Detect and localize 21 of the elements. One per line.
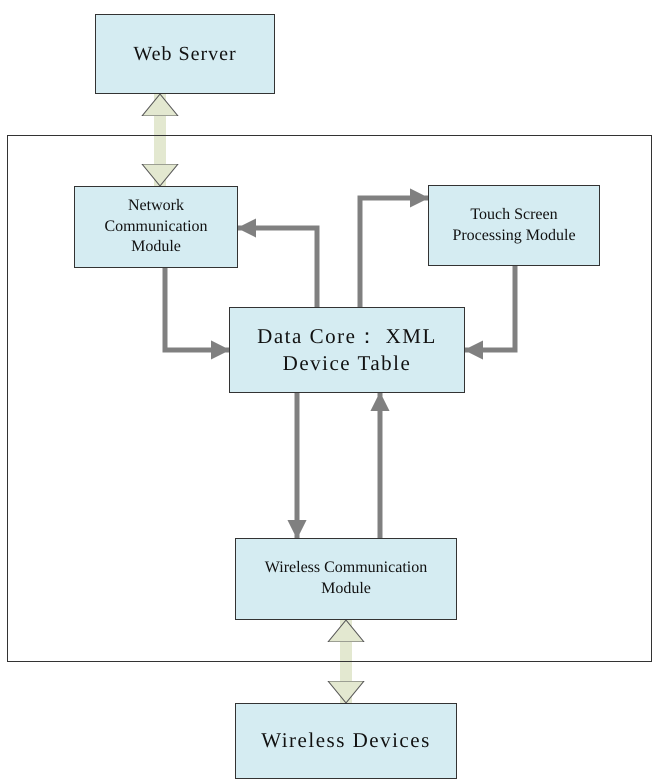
- module-box: [74, 186, 238, 268]
- module-label: Data Core： XML Device Table: [256, 322, 438, 377]
- arrow: [464, 266, 518, 360]
- arrow: [142, 94, 178, 186]
- module-label: Wireless Communication Module: [264, 558, 428, 599]
- module-box: [428, 185, 600, 266]
- container-frame: [7, 135, 652, 662]
- arrow: [358, 188, 428, 307]
- arrow: [162, 268, 230, 360]
- arrow: [238, 218, 320, 307]
- module-label: Web Server: [133, 42, 237, 67]
- module-box: [229, 307, 465, 393]
- module-label: Network Communication Module: [103, 196, 209, 258]
- arrow: [288, 393, 306, 538]
- module-box: [235, 538, 457, 620]
- module-label: Touch Screen Processing Module: [451, 204, 577, 246]
- module-box: [95, 14, 275, 94]
- module-label: Wireless Devices: [261, 727, 431, 754]
- arrow: [370, 392, 390, 538]
- arrow: [328, 620, 364, 704]
- module-box: [235, 703, 457, 779]
